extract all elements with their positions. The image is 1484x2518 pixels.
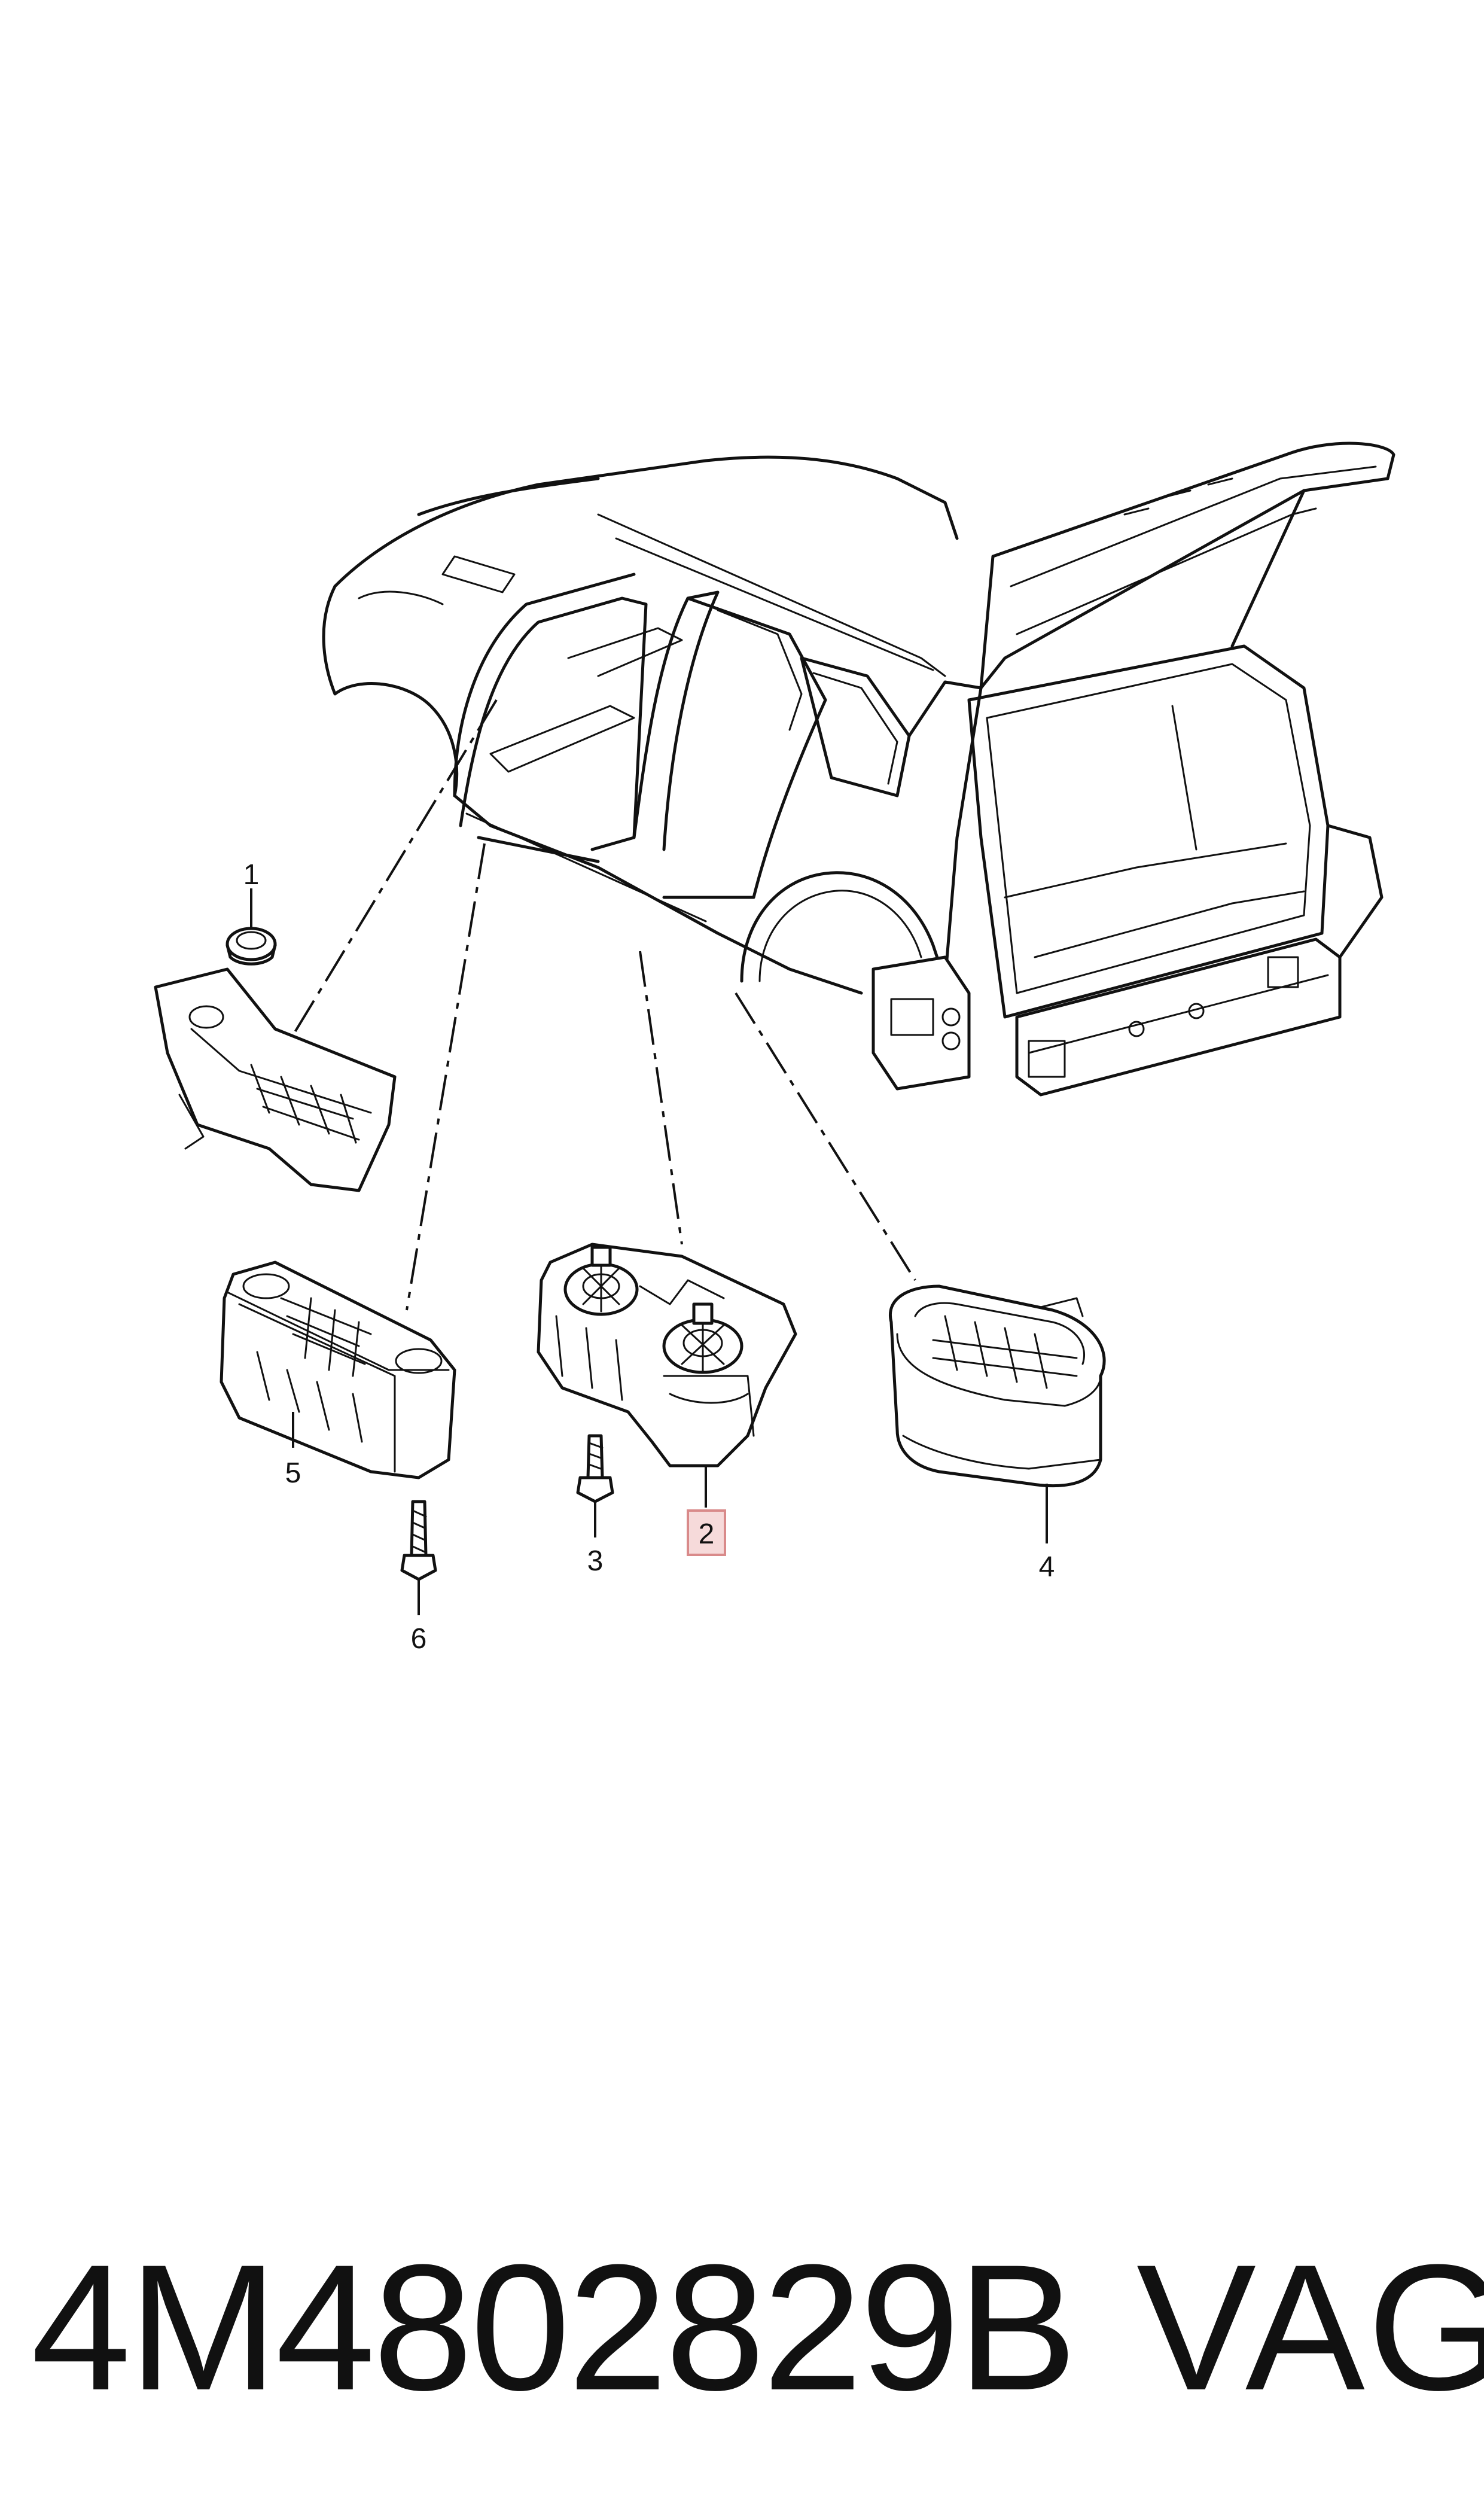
callout-2: 2 <box>699 1518 715 1550</box>
part-4-oval-tray <box>889 1284 1106 1488</box>
leader-lines <box>292 699 916 1311</box>
part-2-tool-holder <box>537 1243 797 1467</box>
part-3-bolt <box>576 1434 614 1503</box>
part-number-label: 4M4802829B <box>31 2227 1077 2428</box>
callout-1: 1 <box>243 859 260 891</box>
callout-3: 3 <box>587 1545 604 1577</box>
callout-labels: 1 5 6 3 2 4 <box>243 859 1055 1655</box>
callout-4: 4 <box>1039 1551 1055 1583</box>
brand-label: VAG <box>1136 2227 1484 2428</box>
callout-2-highlight <box>687 1509 726 1556</box>
callout-6: 6 <box>411 1623 427 1655</box>
part-1-grommet <box>226 927 277 966</box>
callout-5: 5 <box>285 1457 301 1489</box>
callout-leaders <box>250 888 1048 1615</box>
part-left-foam-insert <box>154 967 397 1192</box>
part-5-foam-block <box>220 1260 456 1479</box>
vehicle-body-shell <box>322 442 1395 1097</box>
part-6-bolt <box>400 1500 437 1581</box>
